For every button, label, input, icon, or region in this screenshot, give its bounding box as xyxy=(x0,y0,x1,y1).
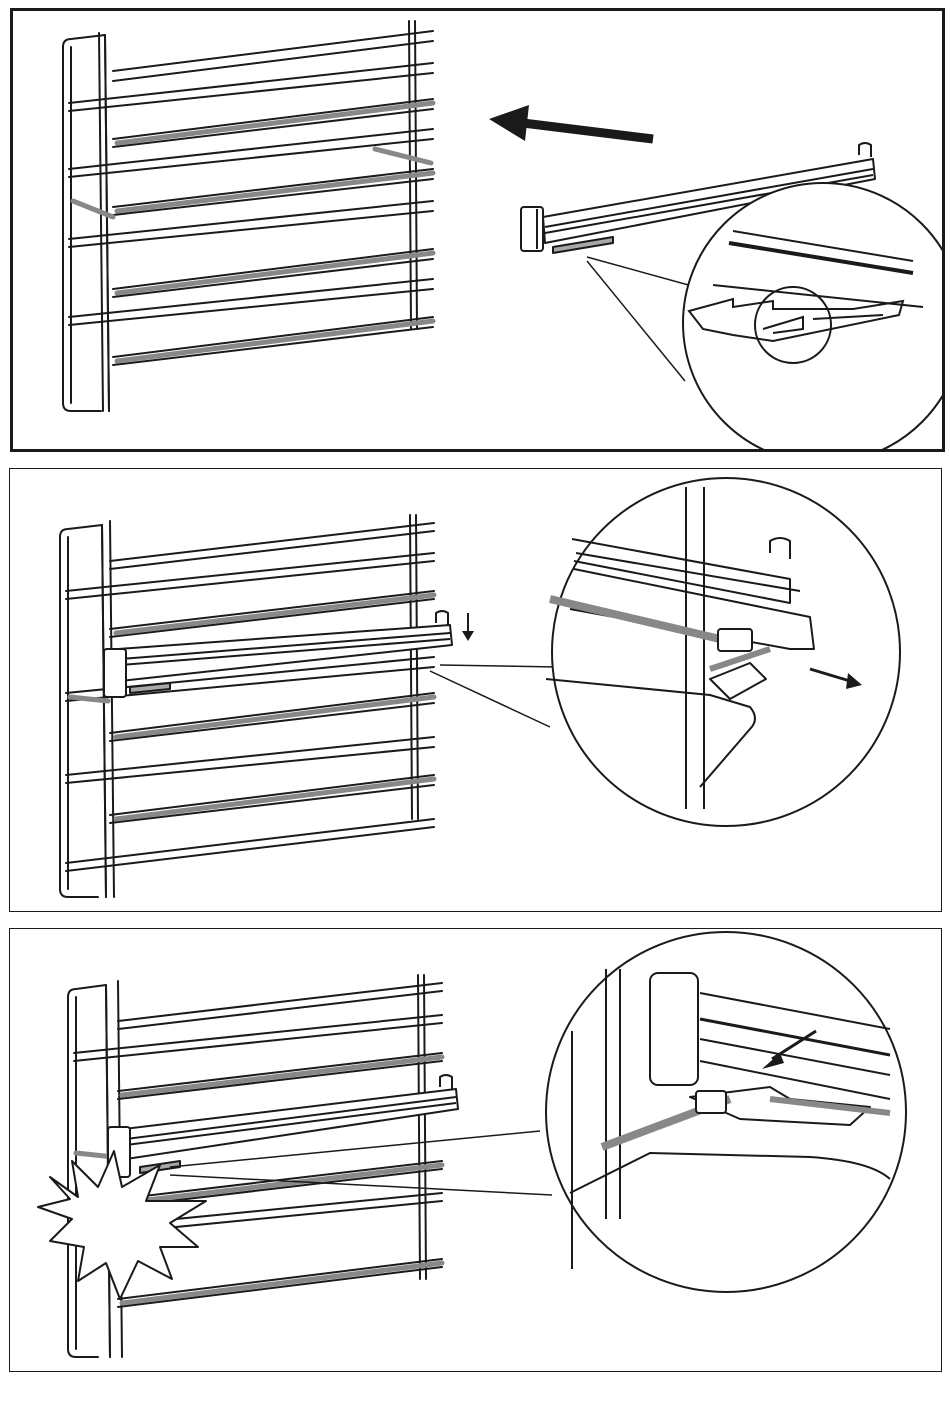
insert-runner-arrow-icon xyxy=(489,105,653,141)
panel-3-illustration xyxy=(10,929,941,1371)
rail-4 xyxy=(117,321,433,361)
panel-step-2 xyxy=(9,468,942,912)
detail-magnifier-1 xyxy=(683,183,942,449)
panel-1-illustration xyxy=(13,11,942,449)
shelf-wires xyxy=(69,31,433,365)
panel-step-3 xyxy=(9,928,942,1372)
panel-2-illustration xyxy=(10,469,941,911)
press-down-arrow-icon xyxy=(462,613,474,641)
rail-1 xyxy=(117,103,433,143)
rail-3 xyxy=(117,253,433,293)
detail-magnifier-3 xyxy=(546,932,906,1292)
panel-step-1 xyxy=(10,8,945,452)
detail-magnifier-2 xyxy=(546,478,900,826)
